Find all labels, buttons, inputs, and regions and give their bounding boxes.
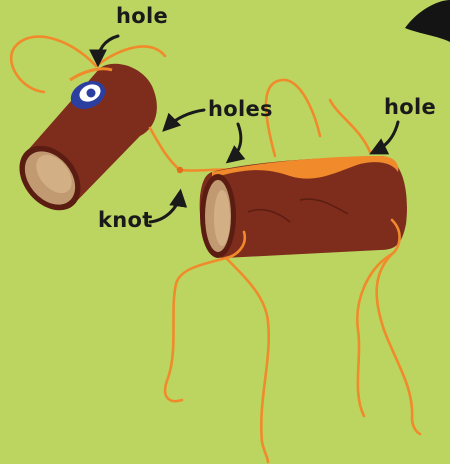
arrow-holes-down [230,124,241,160]
leg-strings [165,220,420,462]
neck-yarn [150,128,238,171]
label-hole-right: hole [384,97,436,118]
corner-shape [405,0,450,42]
knot-mark [177,167,183,173]
arrow-knot [150,194,180,222]
arrow-hole-right [374,122,398,152]
arrow-holes-left [166,110,204,128]
label-holes: holes [208,99,273,120]
label-knot: knot [98,210,153,231]
body-tube [200,156,407,258]
label-hole-top: hole [116,6,168,27]
